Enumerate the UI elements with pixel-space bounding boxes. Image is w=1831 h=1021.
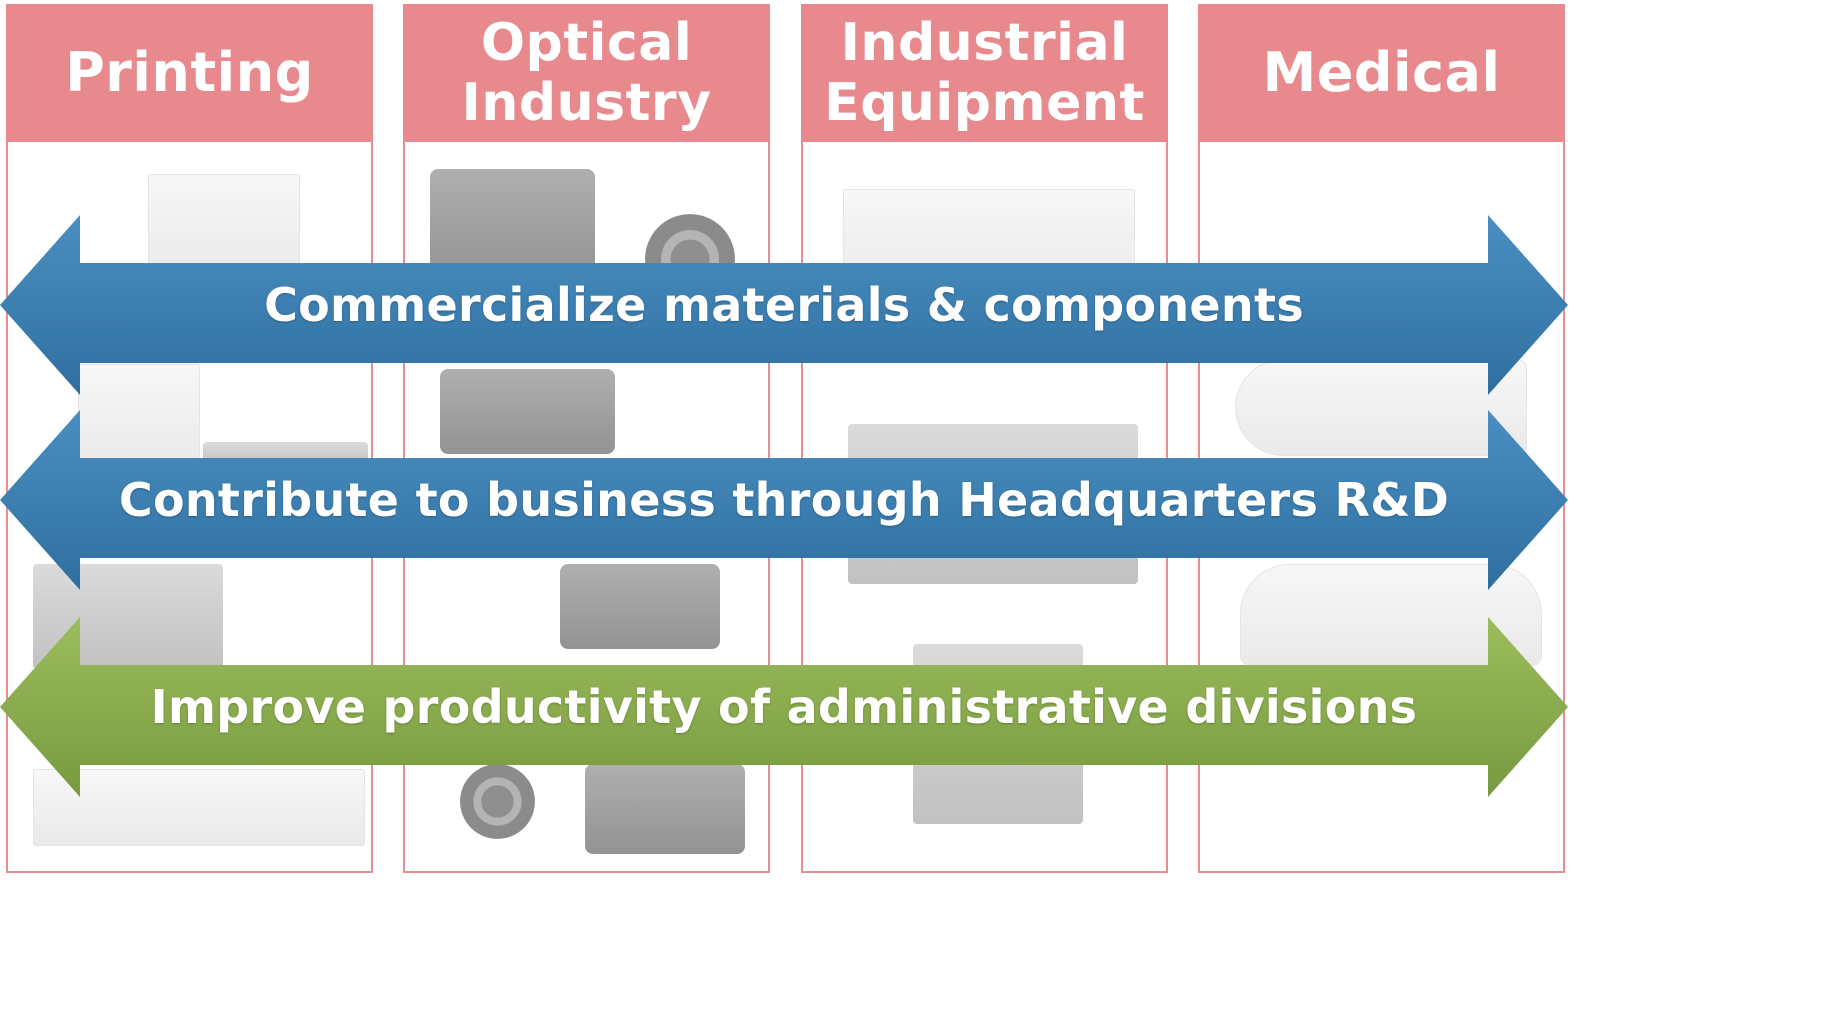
medical-products (1200, 144, 1563, 871)
column-header-optical-industry: Optical Industry (403, 4, 770, 142)
arrow-label-commercialize: Commercialize materials & components (264, 278, 1304, 332)
arrow-commercialize: Commercialize materials & components (0, 215, 1568, 395)
network-camera-image (460, 764, 535, 839)
production-printer-image (33, 769, 365, 846)
broadcast-lens-image (440, 369, 615, 454)
double-arrow-shape (0, 410, 1568, 590)
double-arrow-shape (0, 617, 1568, 797)
arrow-headquarters-rd: Contribute to business through Headquart… (0, 410, 1568, 590)
arrow-productivity: Improve productivity of administrative d… (0, 617, 1568, 797)
column-header-medical: Medical (1198, 4, 1565, 142)
cinema-camera-image (560, 564, 720, 649)
diagram-stage: Printing Optical Industry Industrial Equ… (0, 4, 1568, 873)
optical-products (405, 144, 768, 871)
camera-image (430, 169, 595, 279)
column-header-printing: Printing (6, 4, 373, 142)
double-arrow-shape (0, 215, 1568, 395)
copier-image (148, 174, 300, 276)
laser-printer-image (78, 364, 200, 466)
mri-image (1235, 359, 1527, 456)
arrow-label-headquarters-rd: Contribute to business through Headquart… (118, 473, 1450, 527)
arrow-label-productivity: Improve productivity of administrative d… (150, 680, 1418, 734)
industrial-camera-image (585, 764, 745, 854)
column-header-industrial-equipment: Industrial Equipment (801, 4, 1168, 142)
